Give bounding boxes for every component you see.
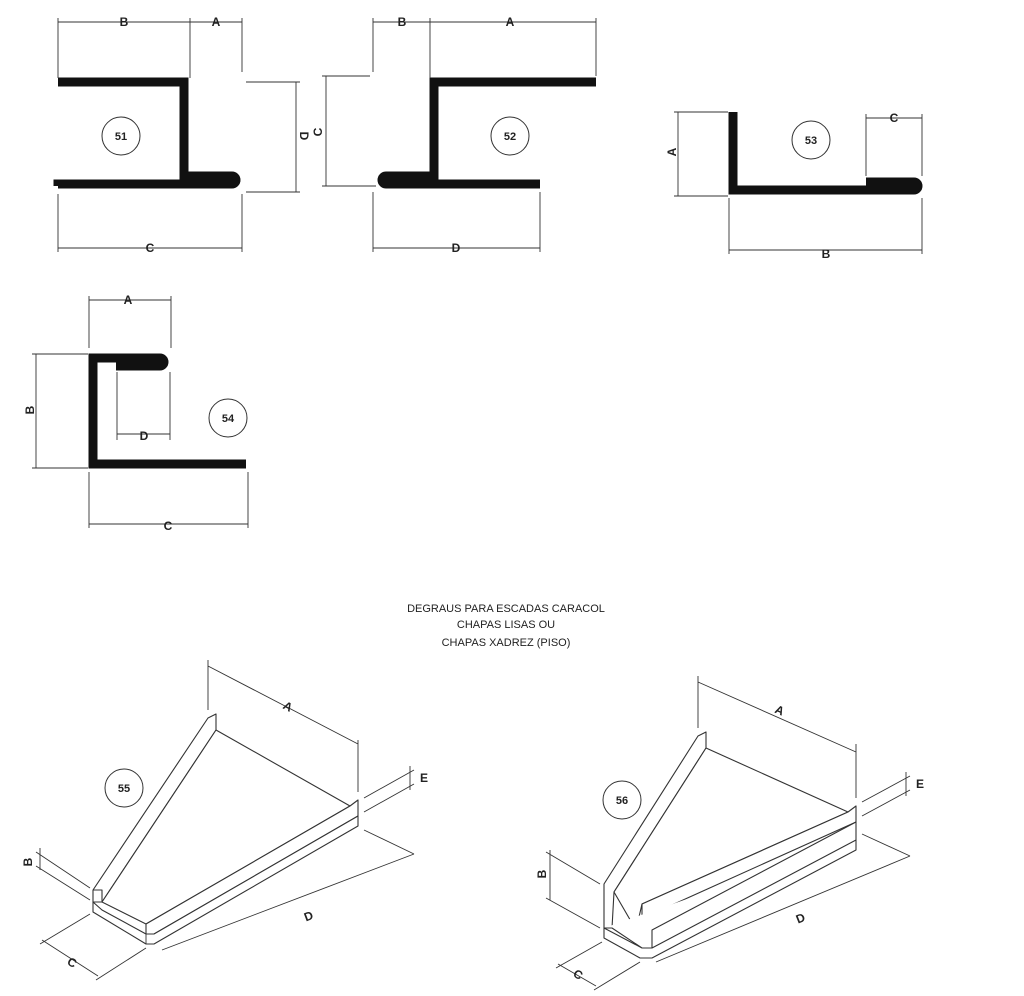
- profile-51-return: [184, 177, 241, 187]
- label-51-a: A: [212, 15, 221, 29]
- label-52-c: C: [311, 127, 325, 136]
- step-55: A E B C D 55: [21, 660, 428, 981]
- dim-51-b: [57, 18, 191, 78]
- step-56: A E B C D 56: [535, 676, 924, 991]
- label-52-b: B: [398, 15, 407, 29]
- number-56: 56: [616, 795, 628, 807]
- title-line-2: CHAPAS LISAS OU: [457, 619, 555, 631]
- dim-52-c: [322, 75, 376, 187]
- dim-52-a: [430, 18, 597, 76]
- profile-54: A B D C 54: [23, 293, 249, 533]
- label-54-d: D: [140, 429, 149, 443]
- profile-51: B A D C 51: [53, 15, 311, 255]
- label-51-d: D: [297, 132, 311, 141]
- label-53-a: A: [665, 147, 679, 156]
- label-51-b: B: [120, 15, 129, 29]
- dim-54-d: [116, 372, 171, 440]
- dim-55-c: [39, 913, 147, 981]
- label-55-d: D: [302, 908, 315, 924]
- step-56-base: [603, 821, 857, 959]
- profile-52: B A C D 52: [311, 15, 597, 255]
- label-55-a: A: [281, 698, 296, 715]
- profile-51-shape: [53, 77, 241, 189]
- circle-55: [104, 768, 144, 808]
- label-51-c: C: [146, 241, 155, 255]
- label-56-c: C: [571, 966, 586, 983]
- dim-55-a: [207, 660, 359, 792]
- dim-55-e: [363, 766, 415, 813]
- label-54-a: A: [124, 293, 133, 307]
- dim-56-e: [861, 772, 911, 817]
- profile-52-shape: [377, 77, 596, 189]
- circle-53: [791, 120, 831, 160]
- dim-51-a: [190, 18, 243, 72]
- step-55-base: [92, 815, 359, 945]
- label-53-b: B: [822, 247, 831, 261]
- circle-56: [602, 780, 642, 820]
- label-52-a: A: [506, 15, 515, 29]
- label-55-e: E: [420, 771, 428, 785]
- circle-51: [101, 116, 141, 156]
- dim-53-b: [728, 198, 923, 254]
- label-56-b: B: [535, 869, 549, 878]
- dim-56-d: [655, 833, 911, 963]
- dim-51-c: [57, 194, 243, 252]
- dim-54-c: [88, 472, 249, 528]
- title-line-3: CHAPAS XADREZ (PISO): [442, 637, 571, 649]
- dim-56-c: [555, 941, 641, 991]
- title-line-1: DEGRAUS PARA ESCADAS CARACOL: [407, 603, 605, 615]
- circle-54: [208, 398, 248, 438]
- label-55-b: B: [21, 857, 35, 866]
- circle-52: [490, 116, 530, 156]
- label-56-e: E: [916, 777, 924, 791]
- label-52-d: D: [452, 241, 461, 255]
- section-title: DEGRAUS PARA ESCADAS CARACOL CHAPAS LISA…: [407, 603, 605, 649]
- dim-51-d: [246, 81, 300, 193]
- number-54: 54: [222, 413, 235, 425]
- label-54-b: B: [23, 405, 37, 414]
- number-55: 55: [118, 783, 130, 795]
- dim-55-b: [35, 848, 91, 901]
- dim-54-a: [88, 296, 172, 348]
- dim-56-b: [545, 850, 601, 929]
- label-56-d: D: [794, 910, 808, 926]
- number-51: 51: [115, 131, 127, 143]
- label-54-c: C: [164, 519, 173, 533]
- number-53: 53: [805, 135, 817, 147]
- dim-52-b: [372, 18, 431, 78]
- dim-54-b: [32, 353, 88, 469]
- dim-52-d: [372, 192, 541, 252]
- step-55-left-flange-top: [92, 890, 102, 903]
- dim-53-c: [865, 114, 923, 176]
- label-53-c: C: [890, 111, 899, 125]
- dim-53-a: [674, 111, 728, 197]
- dim-56-a: [697, 676, 857, 798]
- dim-55-d: [161, 829, 415, 951]
- profile-53: A C B 53: [665, 111, 923, 261]
- number-52: 52: [504, 131, 516, 143]
